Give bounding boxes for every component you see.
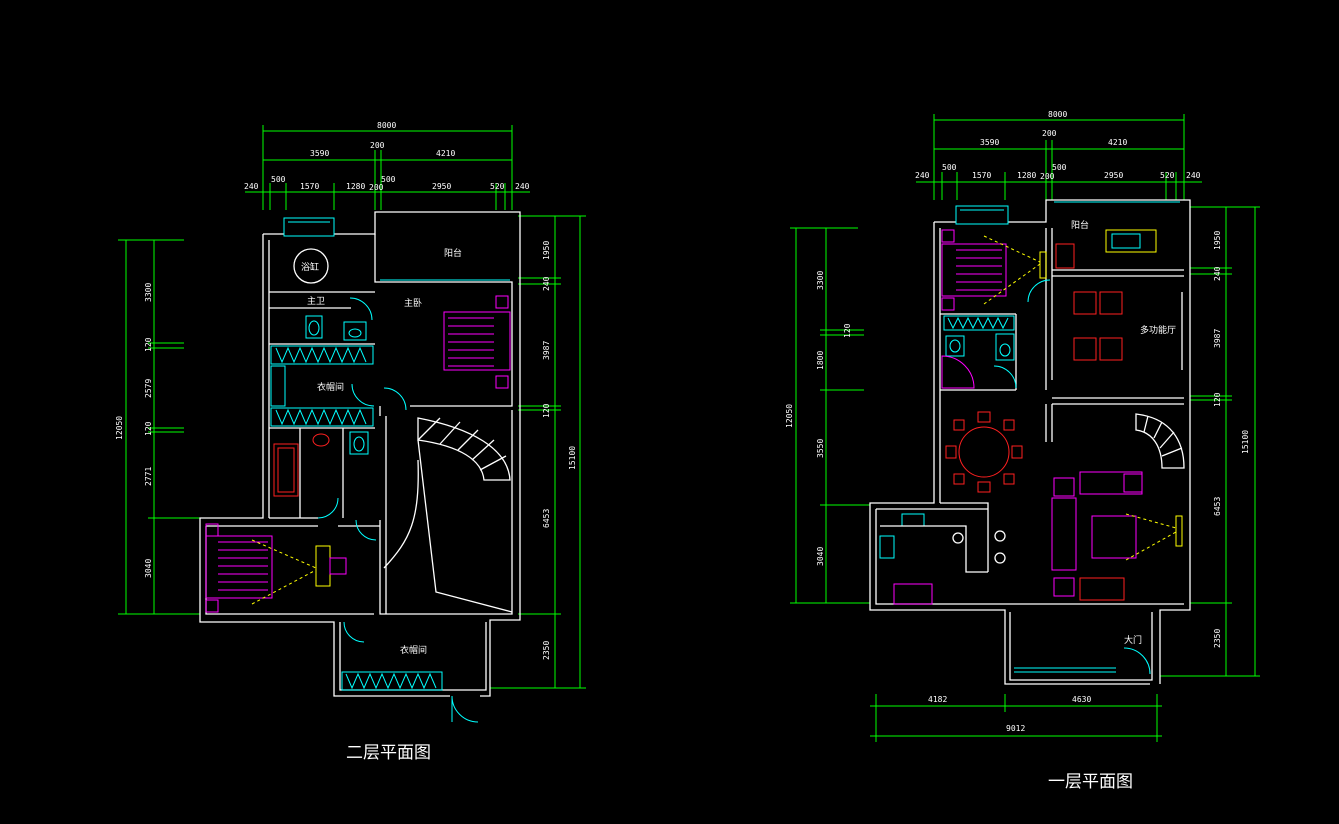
second-floor-right-dimensions: 1950 240 3987 120 6453 2350 15100 — [490, 215, 586, 689]
ff-dim-bottom-total: 9012 — [1006, 724, 1025, 733]
ff-dim-right-seg-1: 240 — [1213, 266, 1222, 281]
ff-room-label-balcony: 阳台 — [1071, 219, 1089, 231]
dim-right-total: 15100 — [568, 446, 577, 470]
ff-dim-detail-3: 1280 — [1017, 171, 1036, 180]
ff-dim-detail-4: 200 — [1040, 172, 1055, 181]
room-label-cloakroom: 衣帽间 — [317, 381, 344, 393]
dim-detail-8: 240 — [515, 182, 530, 191]
ff-dim-detail-7: 520 — [1160, 171, 1175, 180]
dim-left-seg-2: 2579 — [144, 379, 153, 398]
ff-dim-right-seg-2: 3987 — [1213, 329, 1222, 348]
ff-dim-left-total: 12050 — [785, 404, 794, 428]
ff-dim-total-width: 8000 — [1048, 110, 1067, 119]
multi-hall-furniture — [1073, 291, 1123, 361]
ff-dim-detail-6: 2950 — [1104, 171, 1123, 180]
ff-dim-detail-8: 240 — [1186, 171, 1201, 180]
first-floor-balcony-items — [1055, 229, 1157, 269]
ff-dim-right-width: 4210 — [1108, 138, 1127, 147]
dim-right-seg-0: 1950 — [542, 241, 551, 260]
first-floor-top-dimensions: 8000 3590 200 4210 240 500 1570 1280 200… — [915, 110, 1202, 200]
first-floor-left-dimensions: 12050 3300 120 1800 3550 3040 — [785, 227, 870, 604]
dim-detail-3: 1280 — [346, 182, 365, 191]
dim-detail-6: 2950 — [432, 182, 451, 191]
guest-bed-first-floor — [941, 229, 1047, 311]
room-label-master-bath: 主卫 — [307, 295, 325, 307]
ff-dim-right-seg-5: 2350 — [1213, 629, 1222, 648]
second-floor-left-dimensions: 12050 3300 120 2579 120 2771 3040 — [115, 239, 200, 615]
dim-detail-0: 240 — [244, 182, 259, 191]
dim-right-seg-4: 6453 — [542, 509, 551, 528]
ff-dim-right-seg-0: 1950 — [1213, 231, 1222, 250]
second-floor-walls — [199, 211, 521, 697]
second-floor-bathroom — [273, 248, 369, 497]
first-floor-bottom-dimensions: 4182 4630 9012 — [870, 694, 1162, 742]
dim-detail-5: 500 — [381, 175, 396, 184]
dining-table — [945, 411, 1023, 493]
dim-left-seg-0: 3300 — [144, 283, 153, 302]
master-bed — [443, 295, 511, 389]
first-floor-openings — [955, 201, 1180, 675]
ff-dim-right-seg-4: 6453 — [1213, 497, 1222, 516]
first-floor-walls — [869, 199, 1191, 685]
room-label-bathtub: 浴缸 — [301, 261, 319, 273]
first-floor-title: 一层平面图 — [1048, 772, 1133, 792]
dim-total-width: 8000 — [377, 121, 396, 130]
ff-dim-left-seg-3: 3550 — [816, 439, 825, 458]
room-label-cloakroom-lower: 衣帽间 — [400, 644, 427, 656]
dim-detail-2: 1570 — [300, 182, 319, 191]
second-floor-openings — [283, 217, 510, 723]
ff-dim-detail-2: 1570 — [972, 171, 991, 180]
second-floor-top-dimensions: 8000 3590 200 4210 240 500 1570 1280 200… — [244, 121, 530, 210]
ff-dim-left-seg-2: 1800 — [816, 351, 825, 370]
ff-dim-left-seg-1: 120 — [843, 323, 852, 338]
ff-dim-detail-0: 240 — [915, 171, 930, 180]
ff-dim-bottom-left: 4182 — [928, 695, 947, 704]
first-floor-right-dimensions: 1950 240 3987 120 6453 2350 15100 — [1160, 206, 1260, 677]
dim-left-seg-5: 3040 — [144, 559, 153, 578]
ff-dim-left-seg-4: 3040 — [816, 547, 825, 566]
living-room-sofa-set — [1051, 471, 1183, 601]
second-floor-stairs — [383, 417, 513, 613]
dim-right-width: 4210 — [436, 149, 455, 158]
room-label-master-bedroom: 主卧 — [404, 297, 422, 309]
ff-room-label-multi-hall: 多功能厅 — [1140, 324, 1176, 336]
first-floor-plan: 8000 3590 200 4210 240 500 1570 1280 200… — [785, 110, 1260, 792]
second-floor-title: 二层平面图 — [346, 743, 431, 763]
ff-dim-bottom-right: 4630 — [1072, 695, 1091, 704]
kitchen — [879, 513, 1006, 605]
ff-dim-detail-1: 500 — [942, 163, 957, 172]
first-floor-stairs — [1135, 413, 1185, 469]
dim-right-seg-3: 120 — [542, 403, 551, 418]
dim-left-total: 12050 — [115, 416, 124, 440]
second-floor-plan: 8000 3590 200 4210 240 500 1570 1280 200… — [115, 121, 586, 763]
dim-right-seg-1: 240 — [542, 276, 551, 291]
dim-left-width: 3590 — [310, 149, 329, 158]
dim-left-seg-4: 2771 — [144, 467, 153, 486]
ff-room-label-main-door: 大门 — [1124, 634, 1142, 646]
dim-detail-1: 500 — [271, 175, 286, 184]
dim-detail-4: 200 — [369, 183, 384, 192]
guest-bed-second-floor — [205, 523, 347, 613]
dim-right-seg-5: 2350 — [542, 641, 551, 660]
ff-dim-right-seg-3: 120 — [1213, 392, 1222, 407]
dim-left-seg-3: 120 — [144, 421, 153, 436]
ff-dim-detail-5: 500 — [1052, 163, 1067, 172]
ff-dim-left-seg-0: 3300 — [816, 271, 825, 290]
room-label-balcony: 阳台 — [444, 247, 462, 259]
ff-dim-left-width: 3590 — [980, 138, 999, 147]
dim-mid-width: 200 — [370, 141, 385, 150]
first-floor-bathroom — [941, 315, 1015, 389]
dim-detail-7: 520 — [490, 182, 505, 191]
ff-dim-right-total: 15100 — [1241, 430, 1250, 454]
second-floor-wardrobes — [270, 345, 443, 691]
dim-right-seg-2: 3987 — [542, 341, 551, 360]
ff-dim-mid-width: 200 — [1042, 129, 1057, 138]
dim-left-seg-1: 120 — [144, 337, 153, 352]
